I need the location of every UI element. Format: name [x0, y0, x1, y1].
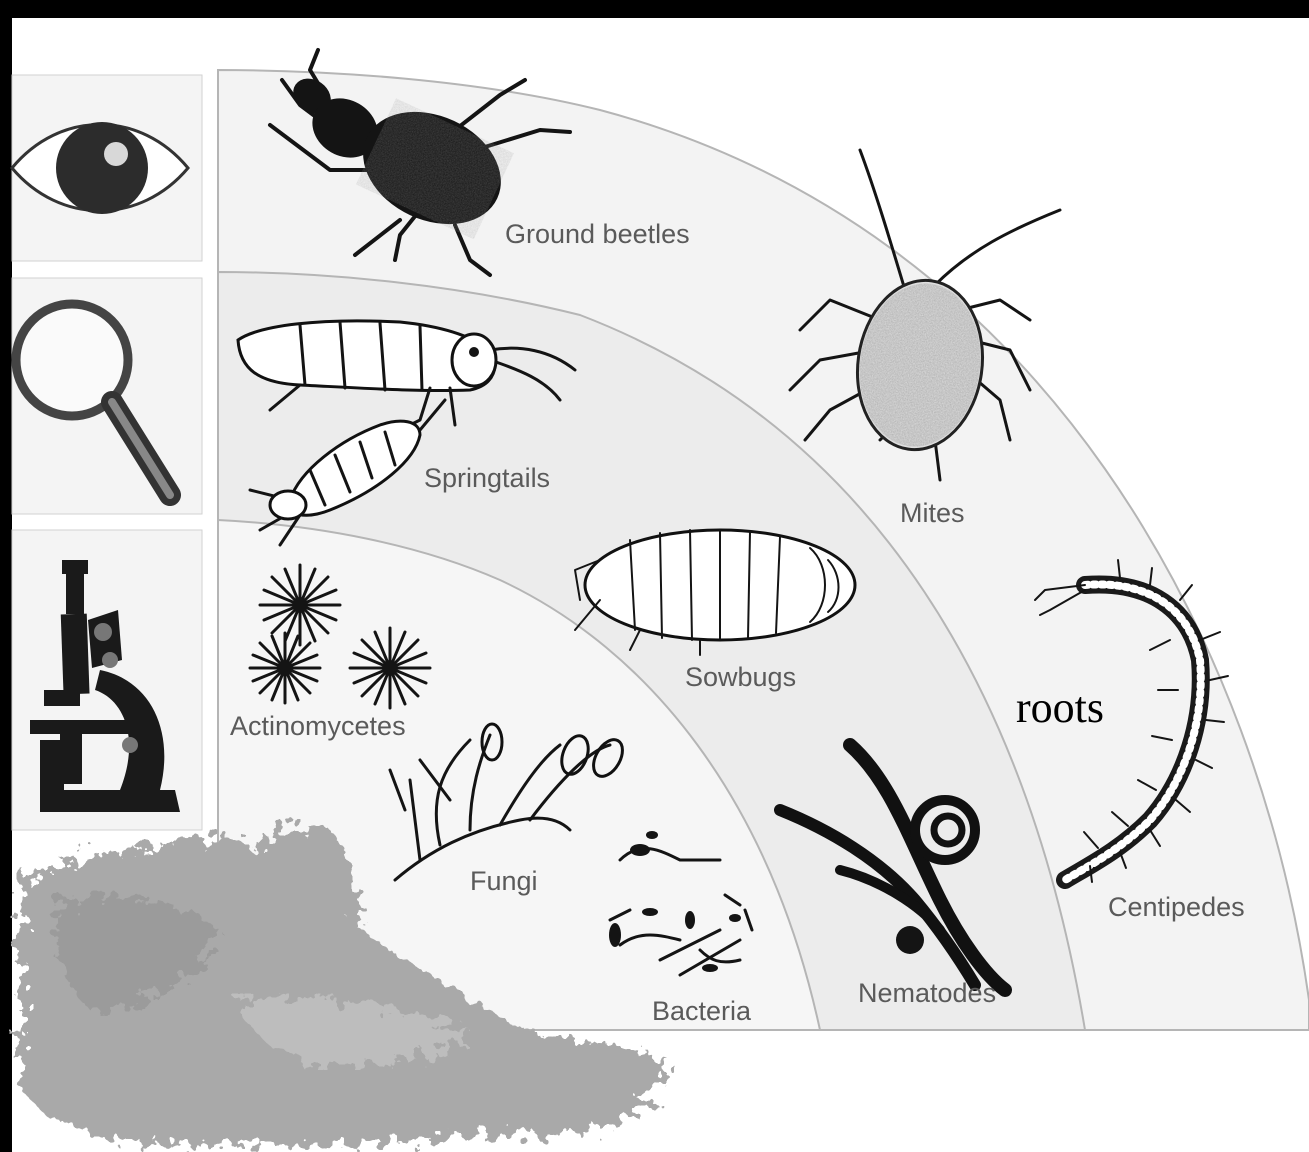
label-springtails: Springtails	[424, 463, 550, 493]
label-roots: roots	[1016, 683, 1104, 732]
label-nematodes: Nematodes	[858, 978, 996, 1008]
label-fungi: Fungi	[470, 866, 538, 896]
label-bacteria: Bacteria	[652, 996, 752, 1026]
label-actinomycetes: Actinomycetes	[230, 711, 406, 741]
label-sowbugs: Sowbugs	[685, 662, 796, 692]
label-mites: Mites	[900, 498, 965, 528]
label-centipedes: Centipedes	[1108, 892, 1245, 922]
label-ground-beetles: Ground beetles	[505, 219, 690, 249]
scale-icon-column	[12, 75, 202, 830]
